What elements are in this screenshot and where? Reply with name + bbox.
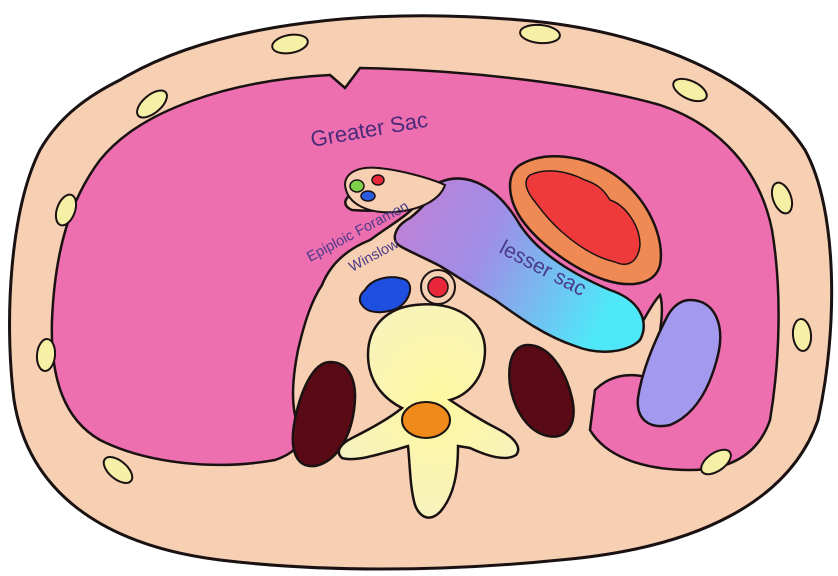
portal-structure-green [350,180,364,192]
portal-structure-blue [361,191,375,201]
spinal-cord [402,402,450,438]
aorta [428,277,448,297]
portal-structure-red [372,175,384,185]
